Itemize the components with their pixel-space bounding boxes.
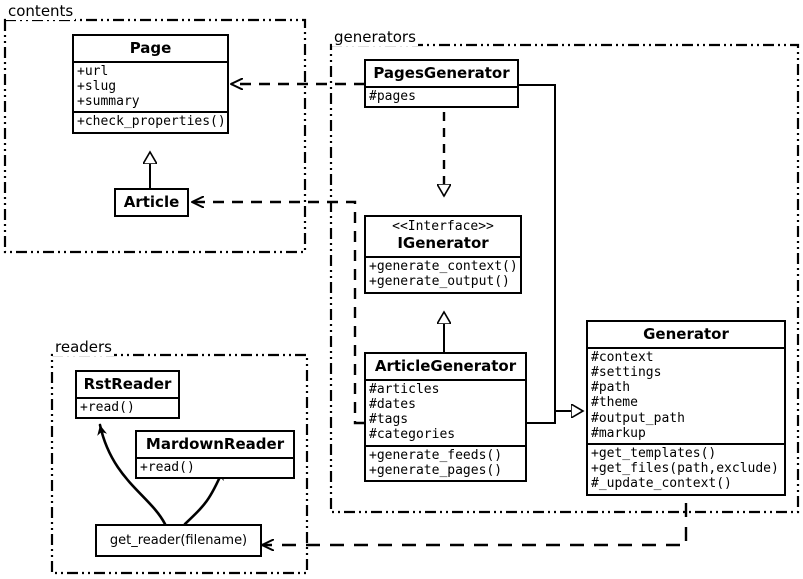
class-operations-articlegenerator: +generate_feeds() +generate_pages()	[366, 444, 525, 480]
class-attributes-page: +url +slug +summary	[74, 60, 227, 112]
package-label-readers: readers	[53, 338, 114, 356]
operation-item: +generate_pages()	[369, 462, 503, 478]
function-label-get-reader: get_reader(filename)	[109, 533, 248, 548]
operation-item: +generate_feeds()	[369, 447, 503, 463]
attribute-item: #output_path	[591, 410, 685, 426]
edge-articlegenerator-to-article	[192, 202, 364, 425]
attribute-item: #markup	[591, 425, 646, 441]
class-name-generator: Generator	[643, 325, 729, 343]
operation-item: +get_templates()	[591, 446, 717, 462]
class-box-pagesgenerator[interactable]: PagesGenerator #pages	[364, 59, 519, 108]
class-stereotype-igenerator: <<Interface>>	[392, 219, 494, 234]
class-box-rstreader[interactable]: RstReader +read()	[75, 370, 180, 419]
class-operations-rstreader: +read()	[77, 396, 178, 417]
attribute-item: #articles	[369, 381, 440, 397]
function-box-get-reader[interactable]: get_reader(filename)	[95, 524, 262, 557]
class-name-article: Article	[123, 193, 180, 211]
class-operations-page: +check_properties()	[74, 111, 227, 131]
attribute-item: #dates	[369, 397, 416, 412]
package-label-generators: generators	[332, 28, 418, 46]
attribute-item: #tags	[369, 412, 409, 428]
operation-item: +read()	[140, 459, 195, 475]
attribute-item: +summary	[77, 94, 140, 110]
class-operations-igenerator: +generate_context() +generate_output()	[366, 256, 520, 291]
attribute-item: #context	[591, 349, 654, 365]
class-name-articlegenerator: ArticleGenerator	[374, 357, 517, 375]
attribute-item: #settings	[591, 365, 662, 380]
class-name-pagesgenerator: PagesGenerator	[373, 64, 510, 82]
operation-item: +generate_context()	[369, 259, 518, 275]
operation-item: +generate_output()	[369, 274, 510, 290]
operation-item: +read()	[80, 399, 135, 415]
class-operations-generator: +get_templates() +get_files(path,exclude…	[588, 443, 784, 494]
attribute-item: +slug	[77, 79, 117, 94]
class-attributes-pagesgenerator: #pages	[366, 85, 517, 106]
operation-item: #_update_context()	[591, 476, 732, 492]
attribute-item: #path	[591, 380, 631, 396]
class-box-generator[interactable]: Generator #context #settings #path #them…	[586, 320, 786, 496]
class-attributes-articlegenerator: #articles #dates #tags #categories	[366, 378, 525, 445]
class-name-mardownreader: MardownReader	[145, 435, 285, 453]
operation-item: +get_files(path,exclude)	[591, 461, 779, 477]
class-name-page: Page	[129, 39, 172, 57]
attribute-item: #pages	[369, 88, 416, 104]
class-name-rstreader: RstReader	[83, 375, 172, 393]
class-box-article[interactable]: Article	[114, 188, 189, 217]
class-name-igenerator: IGenerator	[397, 234, 489, 253]
package-label-contents: contents	[6, 2, 76, 20]
attribute-item: +url	[77, 63, 109, 79]
attribute-item: #theme	[591, 395, 638, 411]
operation-item: +check_properties()	[77, 114, 226, 130]
class-box-igenerator[interactable]: <<Interface>> IGenerator +generate_conte…	[364, 215, 522, 294]
class-box-mardownreader[interactable]: MardownReader +read()	[135, 430, 295, 479]
edge-articlegenerator-to-generator	[527, 410, 570, 424]
attribute-item: #categories	[369, 427, 456, 443]
class-attributes-generator: #context #settings #path #theme #output_…	[588, 346, 784, 443]
class-box-page[interactable]: Page +url +slug +summary +check_properti…	[72, 34, 229, 134]
class-operations-mardownreader: +read()	[137, 456, 293, 477]
edge-generator-to-getreader	[262, 503, 688, 545]
class-box-articlegenerator[interactable]: ArticleGenerator #articles #dates #tags …	[364, 352, 527, 483]
